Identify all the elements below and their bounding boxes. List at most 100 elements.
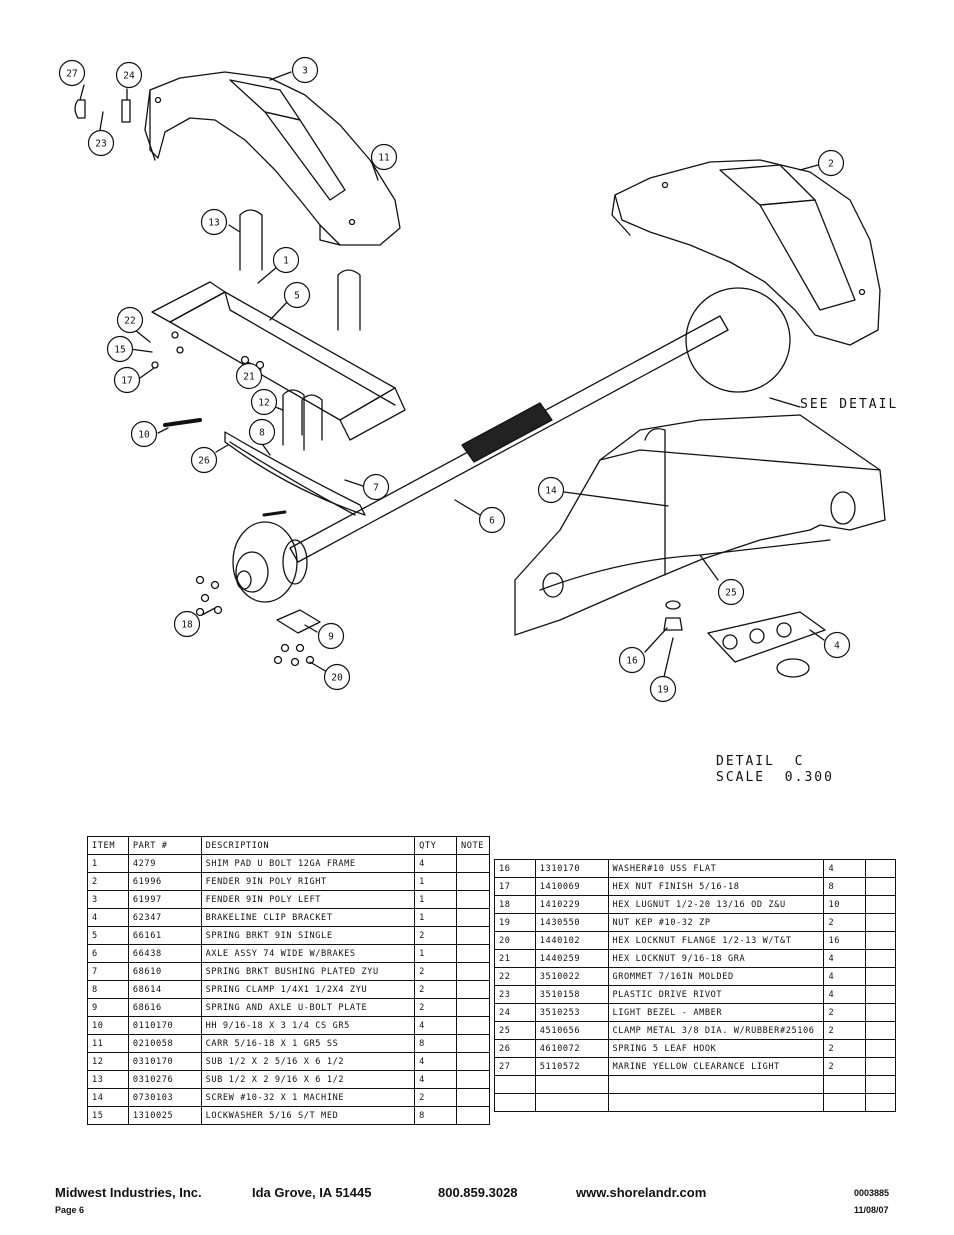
- callout-balloon: 21: [235, 362, 263, 390]
- footer-company: Midwest Industries, Inc.: [55, 1185, 202, 1200]
- cell-item: 12: [87, 1052, 129, 1071]
- cell-note: [865, 931, 896, 950]
- cell-part-number: 3510022: [534, 967, 609, 986]
- cell-qty: 2: [414, 926, 457, 945]
- cell-part-number: 4610072: [534, 1039, 609, 1058]
- footer-date: 11/08/07: [854, 1205, 889, 1215]
- callout-balloon: 3: [291, 56, 319, 84]
- cell-qty: 1: [414, 890, 457, 909]
- callout-number: 3: [302, 66, 308, 77]
- cell-item: 27: [494, 1057, 536, 1076]
- callout-number: 12: [258, 398, 269, 409]
- callout-number: 17: [121, 376, 132, 387]
- axle-tube: [289, 315, 729, 563]
- callout-number: 19: [657, 685, 669, 696]
- cell-description: SUB 1/2 X 2 9/16 X 6 1/2: [200, 1070, 416, 1089]
- cell-note: [865, 1021, 896, 1040]
- u-bolt-12: [282, 389, 305, 451]
- cell-note: [865, 985, 896, 1004]
- callout-number: 25: [725, 588, 736, 599]
- cell-description: [607, 1075, 825, 1094]
- cell-description: SPRING AND AXLE U-BOLT PLATE: [200, 998, 416, 1017]
- cell-qty: 4: [414, 1052, 457, 1071]
- cell-note: [455, 854, 491, 873]
- see-detail-label: SEE DETAIL: [800, 397, 899, 412]
- exploded-assembly-drawing: 2724233112131522151721121082676189201425…: [58, 56, 886, 703]
- cell-part-number: [534, 1075, 609, 1094]
- cell-part-number: 0730103: [127, 1088, 202, 1107]
- cell-description: PLASTIC DRIVE RIVOT: [607, 985, 825, 1004]
- callout-number: 15: [114, 345, 125, 356]
- cell-description: HEX NUT FINISH 5/16-18: [607, 877, 825, 896]
- cell-description: LOCKWASHER 5/16 S/T MED: [200, 1106, 416, 1125]
- cell-qty: 4: [823, 985, 867, 1004]
- callout-balloon: 27: [58, 59, 86, 87]
- footer-doc-number: 0003885: [854, 1188, 890, 1198]
- footer-website: www.shorelandr.com: [576, 1185, 707, 1200]
- detail-circle: [685, 287, 791, 393]
- cell-part-number: 68616: [127, 998, 202, 1017]
- cell-item: 8: [87, 980, 129, 999]
- right-fender: [611, 159, 881, 346]
- cell-note: [865, 877, 896, 896]
- cell-item: 22: [494, 967, 536, 986]
- cell-part-number: 61997: [127, 890, 202, 909]
- cell-description: SUB 1/2 X 2 5/16 X 6 1/2: [200, 1052, 416, 1071]
- cell-qty: 4: [414, 854, 457, 873]
- cell-description: HEX LUGNUT 1/2-20 13/16 OD Z&U: [607, 895, 825, 914]
- cell-qty: 16: [823, 931, 867, 950]
- callout-number: 26: [198, 456, 210, 467]
- cell-part-number: 4279: [127, 854, 202, 873]
- cell-part-number: 1410069: [534, 877, 609, 896]
- cell-note: [455, 944, 491, 963]
- cell-item: 6: [87, 944, 129, 963]
- cell-note: [455, 1034, 491, 1053]
- callout-balloon: 25: [717, 578, 745, 606]
- callout-balloon: 6: [478, 506, 506, 534]
- cell-qty: 4: [823, 967, 867, 986]
- callout-balloon: 12: [250, 388, 278, 416]
- cell-note: [455, 1106, 491, 1125]
- cell-qty: 2: [414, 1088, 457, 1107]
- cell-part-number: 61996: [127, 872, 202, 891]
- cell-description: HEX LOCKNUT 9/16-18 GRA: [607, 949, 825, 968]
- cell-item: 4: [87, 908, 129, 927]
- cell-note: [455, 1088, 491, 1107]
- cell-item: 26: [494, 1039, 536, 1058]
- cell-item: 1: [87, 854, 129, 873]
- cell-note: [865, 1057, 896, 1076]
- cell-part-number: [534, 1093, 609, 1112]
- cell-qty: 2: [823, 1039, 867, 1058]
- cell-item: 13: [87, 1070, 129, 1089]
- callout-number: 16: [626, 656, 638, 667]
- callout-number: 11: [378, 153, 390, 164]
- cell-note: [455, 998, 491, 1017]
- cell-note: [455, 872, 491, 891]
- u-bolt-13: [239, 209, 263, 271]
- cell-qty: 1: [414, 944, 457, 963]
- hardware-nuts: [151, 331, 315, 667]
- cell-description: GROMMET 7/16IN MOLDED: [607, 967, 825, 986]
- cell-note: [865, 1093, 896, 1112]
- footer-page-number: Page 6: [55, 1205, 85, 1215]
- cell-qty: 2: [823, 1021, 867, 1040]
- header-item: ITEM: [87, 836, 129, 855]
- cell-part-number: 1310025: [127, 1106, 202, 1125]
- cell-part-number: 1440102: [534, 931, 609, 950]
- cell-item: 5: [87, 926, 129, 945]
- cell-item: 11: [87, 1034, 129, 1053]
- cell-description: MARINE YELLOW CLEARANCE LIGHT: [607, 1057, 825, 1076]
- cell-description: [607, 1093, 825, 1112]
